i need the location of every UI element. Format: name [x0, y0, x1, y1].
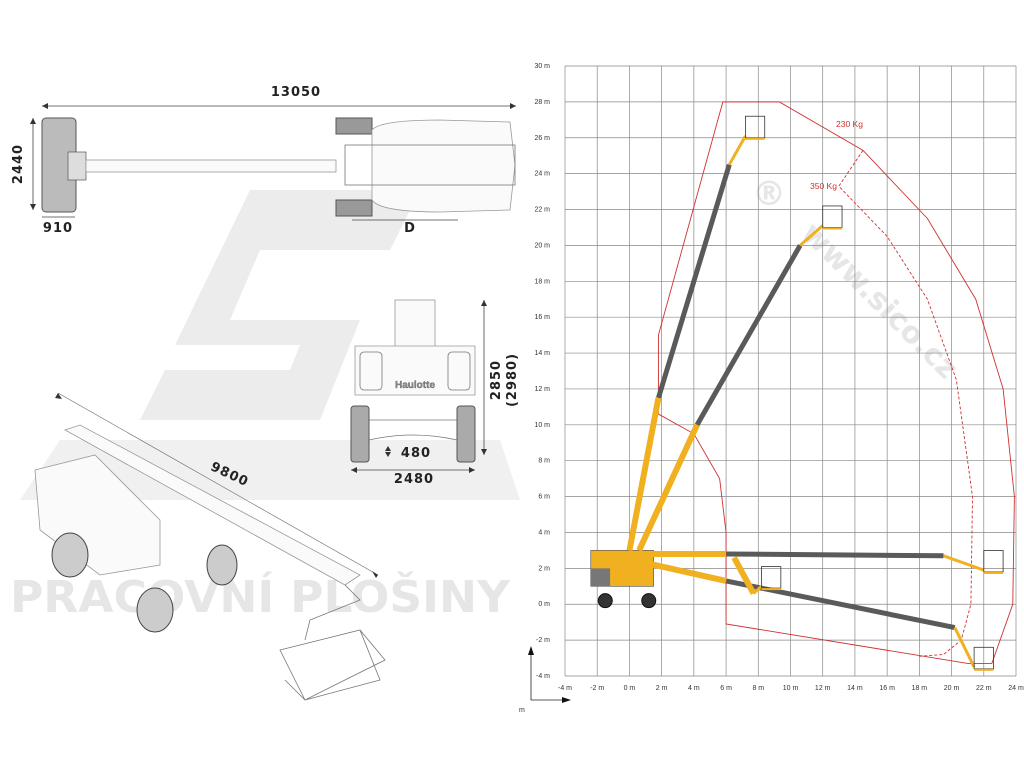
height-dimension: 2850: [489, 360, 504, 400]
x-tick-label: 2 m: [656, 685, 668, 692]
y-tick-label: 10 m: [534, 422, 550, 429]
boom-jib: [799, 224, 824, 247]
y-tick-label: 12 m: [534, 386, 550, 393]
x-tick-label: 12 m: [815, 685, 831, 692]
x-tick-label: 14 m: [847, 685, 863, 692]
envelope-230-kg: [657, 101, 1015, 664]
front-view: Haulotte 2850 (2980) 480 2480: [350, 299, 520, 487]
y-tick-label: 24 m: [534, 171, 550, 178]
platform-width-dimension: 910: [43, 221, 73, 236]
boom-jib: [752, 585, 763, 595]
boom-telescope: [694, 244, 803, 427]
platform-floor: [983, 571, 1004, 574]
y-tick-label: 16 m: [534, 314, 550, 321]
boom-telescope: [726, 551, 944, 559]
boom-base-section: [636, 423, 700, 552]
x-tick-label: 22 m: [976, 685, 992, 692]
x-tick-label: 6 m: [720, 685, 732, 692]
y-axis-ticks: 30 m 28 m 26 m 24 m 22 m 20 m 18 m 16 m 14 m 12 m…: [534, 63, 550, 680]
platform-basket: [983, 550, 1004, 573]
chassis-front: [354, 345, 476, 396]
y-tick-label: -4 m: [536, 673, 550, 680]
y-tick-label: 14 m: [534, 350, 550, 357]
platform-floor: [745, 137, 765, 140]
width-dimension: 2440: [11, 144, 26, 184]
boom-jib: [727, 135, 747, 166]
boom-positions: [590, 115, 1004, 671]
wheel-icon: [335, 117, 373, 135]
boom-base-section: [626, 397, 662, 551]
boom-iso: [64, 424, 361, 586]
axis-unit-label: m: [519, 707, 525, 714]
wheel-icon: [51, 532, 89, 578]
y-tick-label: 2 m: [538, 565, 550, 572]
track-width-dimension: 2480: [394, 472, 434, 487]
wheel-icon: [456, 405, 476, 463]
envelope-350-kg: [838, 150, 973, 657]
envelopes: [657, 101, 1015, 664]
wheel-icon: [136, 587, 174, 633]
boom-telescope: [656, 163, 732, 399]
y-tick-label: 6 m: [538, 494, 550, 501]
watermark-bar: [20, 440, 520, 500]
wheel-icon: [597, 593, 613, 609]
x-tick-label: 0 m: [624, 685, 636, 692]
x-tick-label: -2 m: [590, 685, 604, 692]
y-tick-label: 8 m: [538, 458, 550, 465]
brand-label: Haulotte: [395, 380, 435, 391]
top-view: 13050 2440 910 D: [11, 85, 516, 236]
x-tick-label: 18 m: [912, 685, 928, 692]
load-label-350: 350 Kg: [810, 181, 837, 191]
y-tick-label: 22 m: [534, 207, 550, 214]
y-tick-label: 30 m: [534, 63, 550, 70]
x-tick-label: 4 m: [688, 685, 700, 692]
watermark-registered: ®: [752, 174, 786, 214]
y-tick-label: 26 m: [534, 135, 550, 142]
x-tick-label: 10 m: [783, 685, 799, 692]
boom-base-section: [644, 560, 727, 584]
length-dimension: 13050: [271, 85, 321, 100]
x-tick-label: 20 m: [944, 685, 960, 692]
x-tick-label: 24 m: [1008, 685, 1024, 692]
y-tick-label: -2 m: [536, 637, 550, 644]
y-tick-label: 18 m: [534, 278, 550, 285]
wheel-icon: [641, 593, 657, 609]
y-tick-label: 0 m: [538, 601, 550, 608]
platform-basket: [745, 115, 766, 139]
boom-base-section: [731, 556, 757, 595]
ground-clearance-dimension: 480: [401, 446, 431, 461]
boom-jib: [943, 554, 985, 572]
x-tick-label: 16 m: [879, 685, 895, 692]
boom-jib: [953, 626, 976, 668]
platform-floor: [822, 227, 843, 230]
x-axis-ticks: -4 m -2 m 0 m 2 m 4 m 6 m 8 m 10 m 12 m 14 m 16 m 1…: [558, 685, 1024, 692]
x-tick-label: 8 m: [752, 685, 764, 692]
chassis-top: [371, 119, 516, 213]
y-tick-label: 28 m: [534, 99, 550, 106]
machine-counterweight: [590, 568, 611, 587]
watermark-logo-s: [140, 190, 420, 420]
wheel-icon: [335, 199, 373, 217]
load-label-230: 230 Kg: [836, 119, 863, 129]
y-tick-label: 20 m: [534, 242, 550, 249]
iso-view: 9800: [34, 392, 386, 701]
height-alt-dimension: (2980): [505, 353, 520, 407]
platform-floor: [974, 668, 994, 671]
wheel-icon: [206, 544, 238, 586]
x-tick-label: -4 m: [558, 685, 572, 692]
platform-iso: [279, 629, 386, 701]
watermark-url: www.sico.cz: [794, 216, 964, 386]
y-tick-label: 4 m: [538, 529, 550, 536]
watermark-tagline: PRACOVNÍ PLOŠINY: [10, 570, 511, 623]
working-envelope-chart: -4 m -2 m 0 m 2 m 4 m 6 m 8 m 10 m 12 m 14 m 16 m 1…: [519, 63, 1024, 714]
platform-basket: [761, 566, 782, 589]
wheel-icon: [350, 405, 370, 463]
wheelbase-dimension: D: [404, 221, 416, 236]
platform-floor: [761, 588, 781, 591]
axis-arrows: m: [519, 646, 571, 714]
